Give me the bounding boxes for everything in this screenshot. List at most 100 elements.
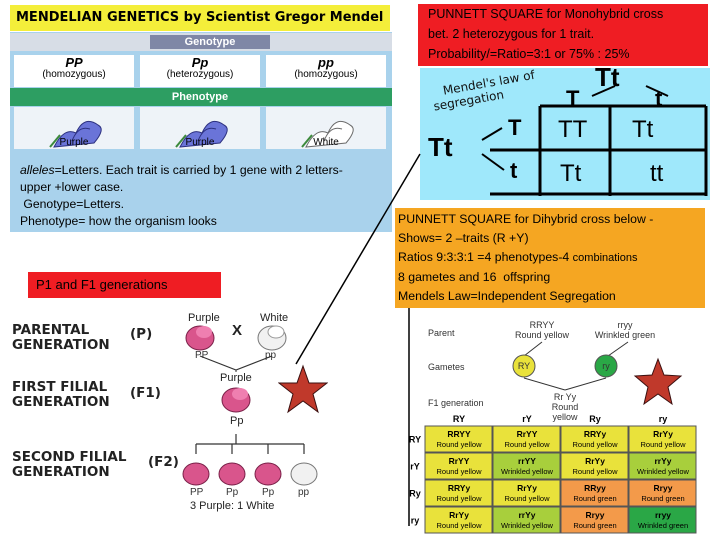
dihybrid-cell xyxy=(628,479,697,507)
dihybrid-cell xyxy=(492,506,561,534)
dihybrid-line-5: Mendels Law=Independent Segregation xyxy=(398,289,616,303)
dihybrid-cell xyxy=(424,479,493,507)
phenotype-label-2: Purple xyxy=(185,137,215,148)
dihybrid-cell xyxy=(492,452,561,480)
flower-icon xyxy=(257,325,287,351)
genotype-code: pp xyxy=(318,55,334,70)
second-tag: (F2) xyxy=(148,454,179,470)
genotype-cell-homozygous-dominant: PP (homozygous) xyxy=(14,55,134,87)
arrow-icon xyxy=(481,153,505,171)
monohybrid-title: PUNNETT SQUARE for Monohybrid cross bet.… xyxy=(418,4,708,66)
dihybrid-cell-desc: Round green xyxy=(641,494,684,503)
col-header: rY xyxy=(522,414,532,424)
monohybrid-title-line-2: bet. 2 heterozygous for 1 trait. xyxy=(428,27,595,41)
dihybrid-cell-code: RrYy xyxy=(517,483,537,493)
dihybrid-line-2: Shows= 2 –traits (R +Y) xyxy=(398,231,529,245)
first-label-text: FIRST FILIAL GENERATION xyxy=(12,379,110,410)
gamete-circle-icon xyxy=(512,354,536,378)
gamete-2: ry xyxy=(602,361,610,371)
flower-icon xyxy=(182,462,210,486)
dihybrid-cell xyxy=(424,425,493,453)
parent1-desc: Round yellow xyxy=(514,330,570,340)
dihybrid-cell xyxy=(560,479,629,507)
alleles-line-1-text: =Letters. Each trait is carried by 1 gen… xyxy=(54,163,343,177)
cross-symbol: X xyxy=(232,322,243,339)
dihybrid-cell-desc: Round yellow xyxy=(640,440,686,449)
dihybrid-cell xyxy=(424,452,493,480)
parent-pp-code-2: pp xyxy=(265,350,277,361)
monohybrid-title-line-3: Probability/=Ratio=3:1 or 75% : 25% xyxy=(428,47,630,61)
flower-icon xyxy=(49,120,102,148)
dihybrid-line-1: PUNNETT SQUARE for Dihybrid cross below … xyxy=(398,212,654,226)
flower-cell-2 xyxy=(140,107,260,149)
arrow-icon xyxy=(481,127,503,141)
flower-icon xyxy=(221,387,251,413)
dihybrid-cell xyxy=(628,425,697,453)
page-title: MENDELIAN GENETICS by Scientist Gregor M… xyxy=(10,5,390,31)
dihybrid-cell-desc: Round green xyxy=(573,494,616,503)
dihybrid-cross-lines xyxy=(512,341,629,391)
dihybrid-cell-desc: Round yellow xyxy=(436,467,482,476)
flower-icon xyxy=(218,462,246,486)
dihybrid-cell-desc: Round green xyxy=(573,521,616,530)
alleles-line-4: Phenotype= how the organism looks xyxy=(20,214,217,228)
dihybrid-cell-code: RRYy xyxy=(448,483,471,493)
dihybrid-cell-code: RrYy xyxy=(653,429,673,439)
gamete-circle-icon xyxy=(594,354,618,378)
second-filial-generation-label: SECOND FILIAL GENERATION xyxy=(12,450,142,480)
star-icon xyxy=(633,357,683,406)
dihybrid-cell-code: RRYy xyxy=(584,429,607,439)
row-allele-2: t xyxy=(510,158,518,183)
dihybrid-cell-desc: Round yellow xyxy=(436,494,482,503)
dihybrid-line-3b: combinations xyxy=(572,252,638,264)
dihybrid-cell-desc: Round yellow xyxy=(504,440,550,449)
col-allele-1: T xyxy=(566,86,580,111)
row-header: ry xyxy=(411,516,420,526)
arrow-icon xyxy=(645,85,669,97)
gametes-label: Gametes xyxy=(428,362,465,372)
dihybrid-cell xyxy=(492,479,561,507)
row-header: Ry xyxy=(409,489,421,499)
parental-tag: (P) xyxy=(130,326,153,342)
dihybrid-cell xyxy=(628,452,697,480)
dihybrid-description: PUNNETT SQUARE for Dihybrid cross below … xyxy=(395,208,705,308)
flower-icon xyxy=(290,462,318,486)
f1-purple-label: Purple xyxy=(220,372,252,384)
parent2-code: rryy xyxy=(617,320,633,330)
genotype-code: PP xyxy=(65,55,83,70)
parent1-code: RRYY xyxy=(529,320,555,330)
flower-icon xyxy=(254,462,282,486)
first-filial-generation-label: FIRST FILIAL GENERATION xyxy=(12,380,122,410)
first-tag: (F1) xyxy=(130,385,161,401)
dihybrid-cell-code: rrYY xyxy=(518,456,536,466)
alleles-line-2: upper +lower case. xyxy=(20,180,124,194)
dihybrid-cell-desc: Round yellow xyxy=(436,521,482,530)
genotype-cell-heterozygous: Pp (heterozygous) xyxy=(140,55,260,87)
monohybrid-title-line-1: PUNNETT SQUARE for Monohybrid cross xyxy=(428,7,664,21)
genotype-header: Genotype xyxy=(150,35,270,49)
genotype-cell-homozygous-recessive: pp (homozygous) xyxy=(266,55,386,87)
f2-code-4: pp xyxy=(298,487,310,498)
col-header: Ry xyxy=(589,414,601,424)
f1-dihybrid-code: Rr Yy xyxy=(553,392,577,402)
monohybrid-punnett-grid xyxy=(481,85,708,196)
flower-icon xyxy=(185,325,215,351)
row-header: rY xyxy=(410,462,420,472)
punnett-cell-Tt-1: Tt xyxy=(632,116,654,143)
flower-cell-1 xyxy=(14,107,134,149)
dihybrid-cell-code: RRyy xyxy=(584,483,606,493)
dihybrid-cell-code: Rryy xyxy=(586,510,605,520)
dihybrid-cell-desc: Wrinkled yellow xyxy=(501,521,554,530)
dihybrid-cell-desc: Wrinkled yellow xyxy=(637,467,690,476)
dihybrid-cell-desc: Wrinkled green xyxy=(638,521,688,530)
star-icon xyxy=(278,364,328,414)
alleles-term: alleles xyxy=(20,163,55,177)
parent2-desc: Wrinkled green xyxy=(594,330,656,340)
dihybrid-cell-desc: Wrinkled yellow xyxy=(501,467,554,476)
f1-block: Rr Yy Round yellow xyxy=(540,392,590,422)
parental-generation-label: PARENTAL GENERATION xyxy=(12,323,122,353)
dihybrid-cell xyxy=(560,425,629,453)
dihybrid-cell-desc: Round yellow xyxy=(572,440,618,449)
genotype-code: Pp xyxy=(191,55,209,70)
parent1-block: RRYY Round yellow xyxy=(512,320,572,340)
